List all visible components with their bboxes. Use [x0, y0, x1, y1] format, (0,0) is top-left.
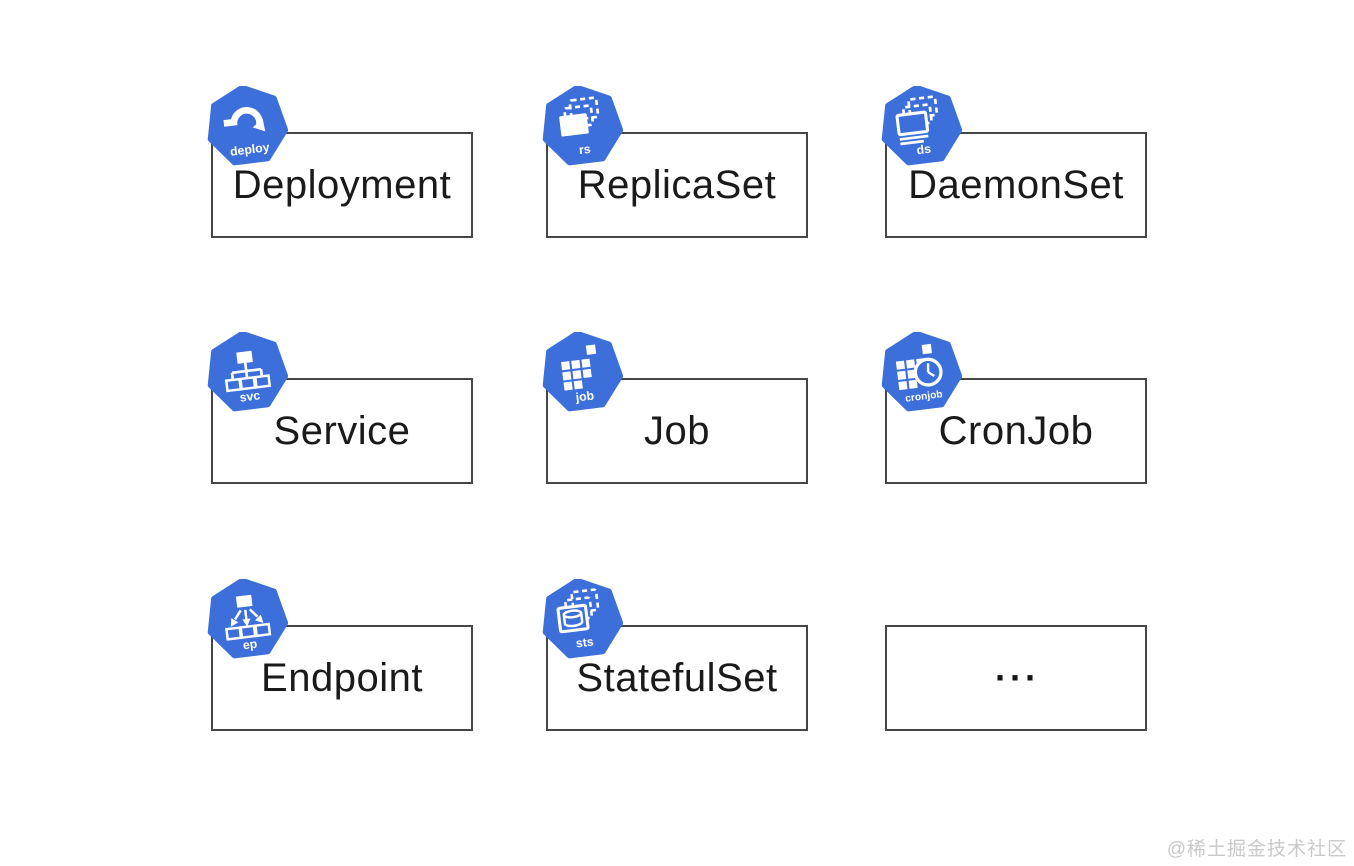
card-endpoint: ep Endpoint — [207, 579, 473, 731]
replicaset-icon-badge: rs — [578, 142, 591, 157]
deployment-icon-badge: deploy — [229, 140, 270, 159]
card-label-job: Job — [644, 408, 710, 453]
card-label-more: ··· — [995, 657, 1040, 698]
card-daemonset: ds DaemonSet — [881, 86, 1147, 238]
card-label-deployment: Deployment — [232, 162, 452, 207]
watermark: @稀土掘金技术社区 — [1166, 839, 1347, 860]
service-icon: svc — [207, 332, 288, 412]
statefulset-icon: sts — [542, 579, 623, 659]
deployment-icon: deploy — [207, 86, 288, 166]
card-job: job Job — [542, 332, 808, 484]
job-icon-badge: job — [574, 388, 595, 404]
cronjob-icon: cronjob — [881, 332, 962, 412]
card-label-daemonset: DaemonSet — [908, 162, 1124, 207]
endpoint-icon: ep — [207, 579, 288, 659]
card-service: svc Service — [207, 332, 473, 484]
card-more: ··· — [885, 625, 1147, 731]
card-replicaset: rs ReplicaSet — [542, 86, 808, 238]
card-label-cronjob: CronJob — [938, 408, 1094, 453]
replicaset-icon: rs — [542, 86, 623, 166]
daemonset-icon: ds — [881, 86, 962, 166]
daemonset-icon-badge: ds — [916, 142, 932, 158]
card-label-statefulset: StatefulSet — [576, 655, 778, 700]
statefulset-icon-badge: sts — [575, 634, 594, 650]
job-icon: job — [542, 332, 623, 412]
card-label-endpoint: Endpoint — [261, 655, 423, 700]
card-statefulset: sts StatefulSet — [542, 579, 808, 731]
card-deployment: deploy Deployment — [207, 86, 473, 238]
endpoint-icon-badge: ep — [242, 637, 258, 653]
card-label-service: Service — [273, 408, 411, 453]
card-cronjob: cronjob CronJob — [881, 332, 1147, 484]
service-icon-badge: svc — [239, 388, 261, 404]
card-label-replicaset: ReplicaSet — [577, 162, 777, 207]
cronjob-icon-badge: cronjob — [905, 389, 944, 404]
